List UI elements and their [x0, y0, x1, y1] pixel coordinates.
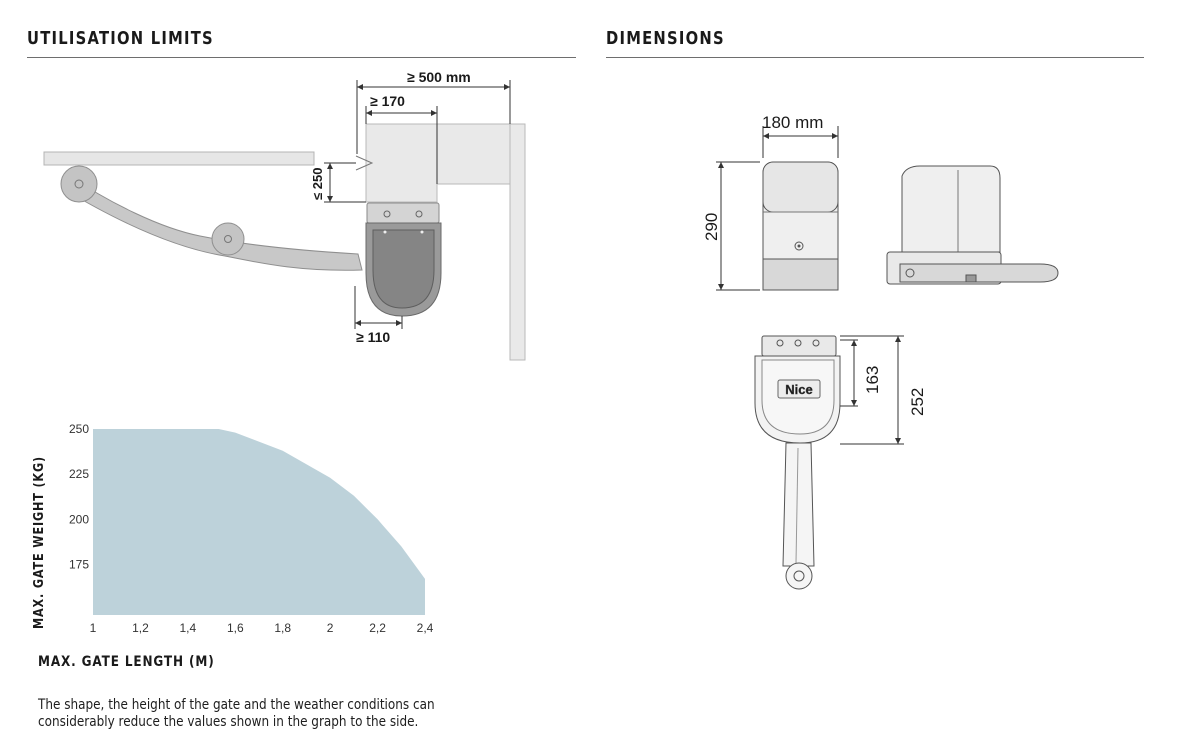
dim-250-label: ≤ 250: [310, 168, 325, 200]
x-tick-label: 1: [90, 621, 97, 635]
dim-163-label: 163: [863, 366, 882, 394]
dim-252-label: 252: [908, 388, 927, 416]
dimensions-drawing: 180 mm 290 Nice 163: [702, 113, 1059, 590]
front-view: 180 mm 290: [702, 113, 839, 291]
x-tick-label: 1,2: [132, 621, 149, 635]
side-view: [886, 165, 1059, 285]
x-tick-label: 1,4: [180, 621, 197, 635]
dim-500-label: ≥ 500 mm: [407, 69, 471, 85]
dimensions-title: DIMENSIONS: [606, 28, 725, 49]
utilisation-limits-title: UTILISATION LIMITS: [27, 28, 214, 49]
x-tick-label: 1,6: [227, 621, 244, 635]
series-area: [93, 429, 425, 615]
x-tick-label: 2: [327, 621, 334, 635]
chart-note: The shape, the height of the gate and th…: [38, 697, 435, 730]
y-tick-label: 225: [69, 467, 89, 481]
x-tick-label: 2,2: [369, 621, 386, 635]
bottom-view: Nice 163 252: [754, 335, 927, 590]
left-title-rule: [27, 57, 576, 58]
right-title-rule: [606, 57, 1144, 58]
chart-x-axis-label: MAX. GATE LENGTH (M): [38, 654, 215, 670]
y-tick-label: 250: [69, 422, 89, 436]
dim-110-label: ≥ 110: [356, 329, 390, 345]
y-tick-label: 200: [69, 512, 89, 526]
y-tick-label: 175: [69, 557, 89, 571]
gate-weight-length-chart: 1 1,2 1,4 1,6 1,8 2 2,2 2,4 175 200 225 250: [69, 422, 434, 635]
chart-y-axis-label: MAX. GATE WEIGHT (KG): [32, 456, 47, 629]
x-tick-label: 2,4: [417, 621, 434, 635]
brand-logo: Nice: [777, 379, 821, 399]
dim-height-label: 290: [702, 213, 721, 241]
dim-170-label: ≥ 170: [370, 93, 405, 109]
x-tick-label: 1,8: [274, 621, 291, 635]
dim-width-label: 180 mm: [762, 113, 823, 132]
brand-logo-text: Nice: [785, 382, 812, 397]
installation-diagram: ≥ 500 mm ≥ 170 ≤ 250 ≥ 110: [43, 69, 526, 361]
